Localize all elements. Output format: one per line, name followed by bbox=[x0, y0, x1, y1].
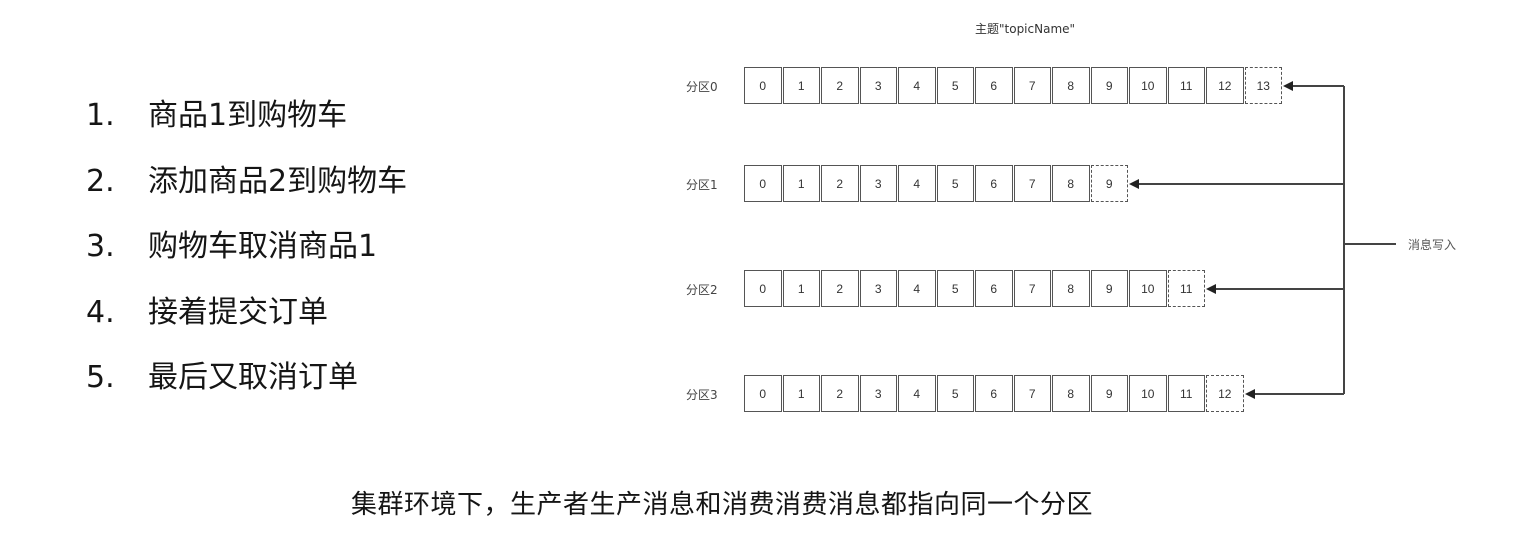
offset-cell: 0 bbox=[744, 270, 782, 307]
offset-cell: 9 bbox=[1090, 375, 1128, 412]
offset-cell: 6 bbox=[975, 375, 1013, 412]
offset-cell: 10 bbox=[1129, 67, 1167, 104]
offset-cell: 5 bbox=[936, 375, 974, 412]
offset-cell: 3 bbox=[859, 270, 897, 307]
offset-cell: 6 bbox=[975, 165, 1013, 202]
offset-cell: 2 bbox=[821, 67, 859, 104]
offset-cell: 5 bbox=[936, 67, 974, 104]
step-number: 1. bbox=[86, 98, 115, 133]
step-item: 2. 添加商品2到购物车 bbox=[86, 158, 407, 224]
partition-label: 分区2 bbox=[686, 283, 718, 297]
offset-cell: 6 bbox=[975, 67, 1013, 104]
offset-cell: 5 bbox=[936, 165, 974, 202]
offset-cell: 8 bbox=[1052, 67, 1090, 104]
step-text: 商品1到购物车 bbox=[148, 98, 348, 133]
write-bus-branch bbox=[1343, 243, 1396, 245]
step-item: 3. 购物车取消商品1 bbox=[86, 223, 407, 289]
arrowhead-icon bbox=[1129, 179, 1139, 189]
next-offset-cell: 9 bbox=[1090, 165, 1128, 202]
offset-cell: 4 bbox=[898, 165, 936, 202]
offset-cell: 8 bbox=[1052, 375, 1090, 412]
offset-cell: 1 bbox=[782, 67, 820, 104]
offset-cell: 7 bbox=[1013, 375, 1051, 412]
offset-cell: 8 bbox=[1052, 165, 1090, 202]
offset-cell: 10 bbox=[1129, 270, 1167, 307]
step-text: 添加商品2到购物车 bbox=[148, 163, 408, 199]
next-offset-cell: 12 bbox=[1206, 375, 1244, 412]
partition-label: 分区3 bbox=[686, 388, 718, 402]
write-bus-vertical bbox=[1343, 86, 1345, 394]
offset-cell: 6 bbox=[975, 270, 1013, 307]
offset-cell: 1 bbox=[782, 270, 820, 307]
step-number: 4. bbox=[86, 294, 115, 330]
offset-cell: 5 bbox=[936, 270, 974, 307]
offset-cell: 8 bbox=[1052, 270, 1090, 307]
write-arrow-line bbox=[1136, 183, 1344, 185]
offset-cell: 12 bbox=[1206, 67, 1244, 104]
step-number: 3. bbox=[86, 229, 115, 264]
offset-cell: 7 bbox=[1013, 270, 1051, 307]
offset-cell: 1 bbox=[782, 165, 820, 202]
topic-title: 主题"topicName" bbox=[975, 22, 1076, 36]
step-number: 2. bbox=[86, 163, 115, 199]
step-number: 5. bbox=[86, 360, 115, 395]
next-offset-cell: 13 bbox=[1244, 67, 1282, 104]
step-text: 接着提交订单 bbox=[148, 294, 328, 330]
step-item: 4. 接着提交订单 bbox=[86, 289, 407, 355]
write-arrow-line bbox=[1213, 288, 1344, 290]
next-offset-cell: 11 bbox=[1167, 270, 1205, 307]
offset-cell: 0 bbox=[744, 375, 782, 412]
write-arrow-line bbox=[1251, 393, 1344, 395]
step-text: 最后又取消订单 bbox=[148, 360, 358, 395]
offset-cell: 9 bbox=[1090, 270, 1128, 307]
offset-cell: 4 bbox=[898, 375, 936, 412]
arrowhead-icon bbox=[1206, 284, 1216, 294]
offset-cell: 4 bbox=[898, 270, 936, 307]
step-item: 5. 最后又取消订单 bbox=[86, 354, 407, 420]
partition-label: 分区1 bbox=[686, 178, 718, 192]
step-text: 购物车取消商品1 bbox=[148, 229, 378, 264]
offset-cell: 4 bbox=[898, 67, 936, 104]
diagram-caption: 集群环境下，生产者生产消息和消费消费消息都指向同一个分区 bbox=[350, 490, 1093, 520]
offset-cell: 2 bbox=[821, 165, 859, 202]
offset-cell: 2 bbox=[821, 270, 859, 307]
step-item: 1. 商品1到购物车 bbox=[86, 92, 407, 158]
offset-cell: 0 bbox=[744, 165, 782, 202]
offset-cell: 10 bbox=[1129, 375, 1167, 412]
offset-cell: 0 bbox=[744, 67, 782, 104]
write-arrow-line bbox=[1290, 85, 1344, 87]
offset-cell: 7 bbox=[1013, 165, 1051, 202]
arrowhead-icon bbox=[1283, 81, 1293, 91]
offset-cell: 7 bbox=[1013, 67, 1051, 104]
offset-cell: 1 bbox=[782, 375, 820, 412]
arrowhead-icon bbox=[1244, 389, 1255, 399]
offset-cell: 3 bbox=[859, 165, 897, 202]
offset-cell: 3 bbox=[859, 375, 897, 412]
offset-cell: 3 bbox=[859, 67, 897, 104]
partition-label: 分区0 bbox=[686, 80, 718, 94]
offset-cell: 11 bbox=[1167, 375, 1205, 412]
step-list: 1. 商品1到购物车 2. 添加商品2到购物车 3. 购物车取消商品1 4. 接着提交订… bbox=[86, 92, 407, 420]
write-label: 消息写入 bbox=[1408, 238, 1457, 252]
offset-cell: 9 bbox=[1090, 67, 1128, 104]
offset-cell: 11 bbox=[1167, 67, 1205, 104]
offset-cell: 2 bbox=[821, 375, 859, 412]
